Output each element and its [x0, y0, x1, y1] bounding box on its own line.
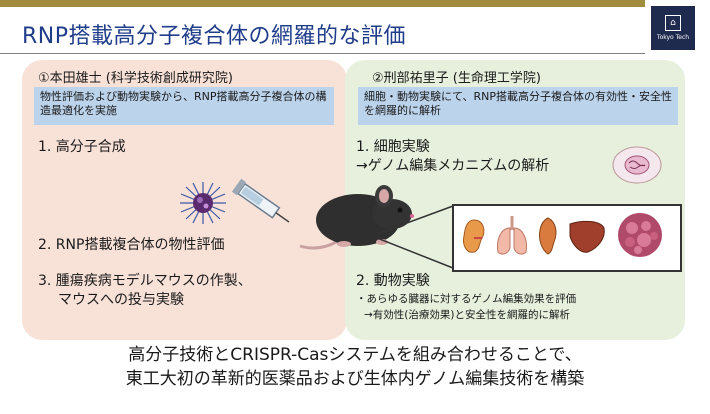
title-divider	[0, 53, 645, 54]
left-item-polymer-synthesis: 1. 高分子合成	[38, 139, 126, 155]
kidney-icon	[463, 219, 485, 253]
right-item-genome-editing-analysis: →ゲノム編集メカニズムの解析	[356, 158, 550, 174]
tumor-icon	[618, 213, 662, 257]
conclusion-line-1: 高分子技術とCRISPR-Casシステムを組み合わせることで、	[128, 345, 582, 365]
logo-mark-icon: ⌂	[665, 15, 681, 31]
lungs-icon	[497, 216, 527, 255]
left-item-mouse-model: 3. 腫瘍疾病モデルマウスの作製、	[38, 273, 252, 289]
right-panel-header: ②刑部祐里子 (生命理工学院)	[372, 71, 541, 86]
right-panel-description: 細胞・動物実験にて、RNP搭載高分子複合体の有効性・安全性を網羅的に解析	[358, 87, 678, 125]
right-item-animal-experiment: 2. 動物実験	[356, 273, 430, 289]
cell-dish-icon	[612, 146, 662, 184]
nanoparticle-icon	[180, 182, 226, 224]
page-title: RNP搭載高分子複合体の網羅的な評価	[22, 24, 407, 49]
left-panel-description: 物性評価および動物実験から、RNP搭載高分子複合体の構造最適化を実施	[34, 87, 334, 125]
spleen-icon	[539, 217, 557, 255]
syringe-icon	[231, 178, 290, 223]
callout-lines	[376, 205, 454, 269]
top-accent-bar	[0, 0, 645, 7]
right-item-cell-experiment: 1. 細胞実験	[356, 139, 430, 155]
logo-text: Tokyo Tech	[656, 34, 690, 41]
right-item-efficacy-safety: →有効性(治療効果)と安全性を網羅的に解析	[364, 309, 570, 321]
liver-icon	[569, 220, 605, 253]
conclusion-line-2: 東工大初の革新的医薬品および生体内ゲノム編集技術を構築	[125, 369, 585, 389]
left-panel-header: ①本田雄士 (科学技術創成研究院)	[38, 71, 233, 86]
left-item-mouse-injection: マウスへの投与実験	[58, 292, 184, 308]
logo: ⌂ Tokyo Tech	[651, 6, 695, 50]
left-item-property-evaluation: 2. RNP搭載複合体の物性評価	[38, 237, 225, 253]
right-item-organ-evaluation: ・あらゆる臓器に対するゲノム編集効果を評価	[356, 293, 577, 305]
